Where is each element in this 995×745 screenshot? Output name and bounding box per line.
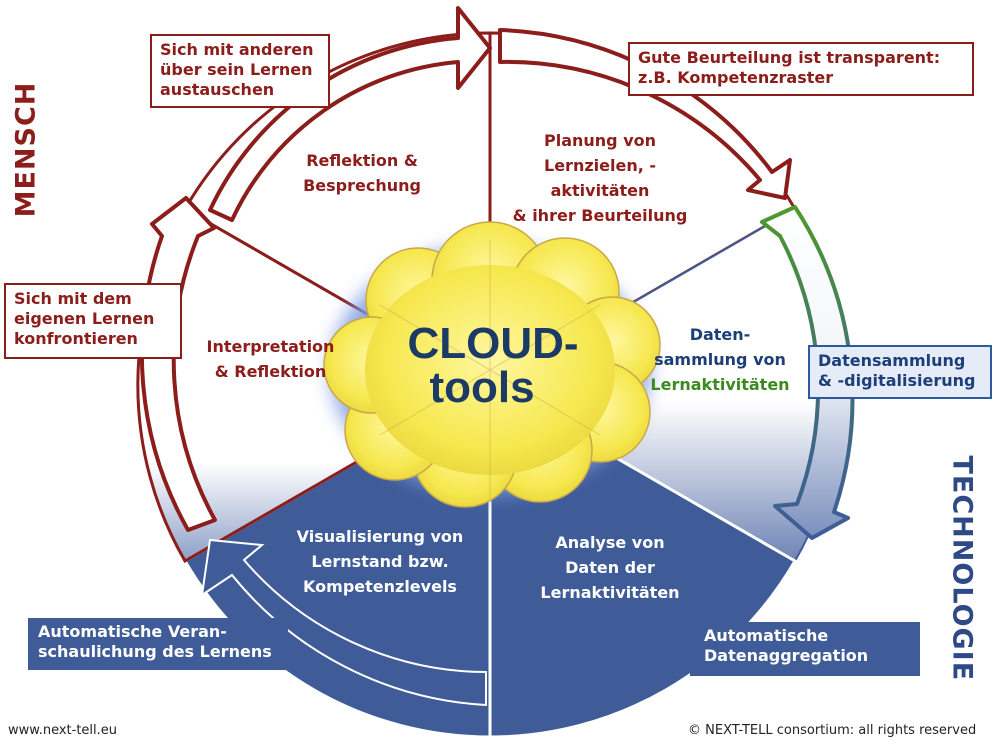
box-digitization: Datensammlung & -digitalisierung (808, 345, 992, 399)
segment-collection-label: Daten- sammlung von Lernaktivitäten (650, 325, 790, 394)
arrow-auto-visual (200, 538, 487, 707)
cloud-title-line2: tools (429, 363, 534, 412)
box-auto-aggregation: Automatische Datenaggregation (690, 622, 920, 676)
segment-visualization-label: Visualisierung von Lernstand bzw. Kompet… (296, 527, 464, 596)
box-confront: Sich mit dem eigenen Lernen konfrontiere… (4, 283, 182, 359)
cloud-title-line1: CLOUD- (407, 319, 578, 368)
arrow-confront (139, 196, 217, 532)
segment-analysis-label: Analyse von Daten der Lernaktivitäten (540, 533, 680, 602)
footer-url[interactable]: www.next-tell.eu (8, 723, 118, 738)
box-auto-visual: Automatische Veran- schaulichung des Ler… (28, 618, 288, 670)
arrow-assessment (498, 28, 792, 200)
arrow-auto-aggregation (496, 535, 755, 730)
side-label-technologie: TECHNOLOGIE (946, 455, 978, 682)
segment-interpretation-label: Interpretation & Reflektion (206, 337, 335, 381)
side-label-mensch: MENSCH (10, 81, 42, 218)
arrow-exchange (208, 6, 492, 222)
segment-reflection-label: Reflektion & Besprechung (303, 151, 421, 195)
box-exchange: Sich mit anderen über sein Lernen austau… (150, 34, 330, 108)
box-assessment: Gute Beurteilung ist transparent: z.B. K… (628, 42, 974, 96)
footer-copyright: © NEXT-TELL consortium: all rights reser… (688, 723, 977, 738)
cloud-icon (323, 221, 661, 508)
segment-planning-label: Planung von Lernzielen, - aktivitäten & … (512, 131, 688, 225)
arrow-digitization (760, 205, 855, 540)
